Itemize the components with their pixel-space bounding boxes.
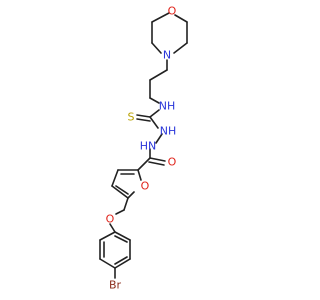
bond xyxy=(151,42,162,54)
bond xyxy=(174,14,188,23)
bond xyxy=(149,116,159,129)
bond xyxy=(109,223,116,233)
bond xyxy=(114,256,128,265)
bond xyxy=(99,231,116,241)
morpholine-nitrogen-label: N xyxy=(163,49,171,62)
bond xyxy=(114,235,128,243)
bond xyxy=(148,161,165,166)
bond xyxy=(114,258,131,269)
bond xyxy=(137,157,151,171)
bond xyxy=(123,197,129,211)
thione-sulfur-label: S xyxy=(128,111,135,124)
carbonyl-oxygen-label: O xyxy=(168,156,177,169)
bond xyxy=(149,69,168,81)
bond xyxy=(114,231,131,241)
bond xyxy=(115,185,129,195)
bromine-label: Br xyxy=(109,279,122,292)
hydrazine-nh-label: NH xyxy=(160,125,177,138)
bond xyxy=(111,169,119,187)
bond xyxy=(136,118,151,122)
bond xyxy=(137,169,142,181)
hydrazine-hn-label: HN xyxy=(140,140,157,153)
structure-diagram: O N NH S NH HN O O O Br xyxy=(99,5,188,292)
bond-layer xyxy=(99,12,188,279)
bond xyxy=(111,185,129,199)
bond xyxy=(149,97,160,104)
morpholine-oxygen-label: O xyxy=(168,5,177,18)
bond xyxy=(99,258,116,269)
thioamide-nh-label: NH xyxy=(159,100,176,113)
molecule-canvas: O N NH S NH HN O O O Br xyxy=(99,5,188,292)
atom-label-layer: O N NH S NH HN O O O Br xyxy=(106,5,177,292)
bond xyxy=(115,209,125,215)
bond xyxy=(173,42,188,54)
bond xyxy=(155,133,163,144)
furan-oxygen-label: O xyxy=(141,180,150,193)
ether-oxygen-label: O xyxy=(106,213,115,226)
bond xyxy=(127,191,135,199)
bond xyxy=(151,12,170,23)
bond xyxy=(136,114,151,118)
bond xyxy=(149,157,166,162)
bond xyxy=(149,109,160,118)
